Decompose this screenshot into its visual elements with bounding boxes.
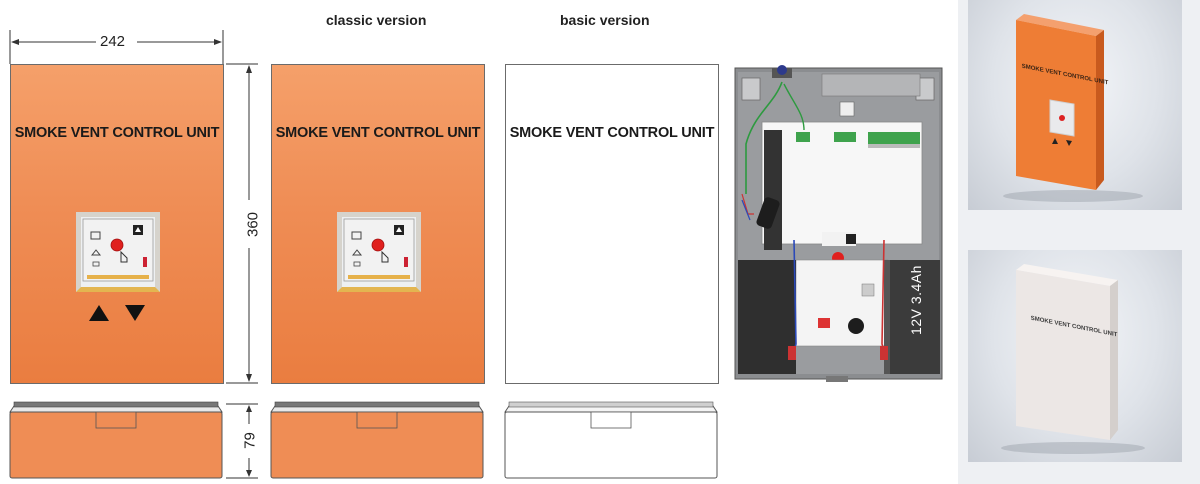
- unit-title-classic: SMOKE VENT CONTROL UNIT: [275, 125, 481, 141]
- white-box-render: [1001, 264, 1145, 454]
- control-panel-face-classic: [343, 218, 415, 282]
- unit-front-with-arrows: SMOKE VENT CONTROL UNIT: [10, 64, 224, 384]
- unit-front-classic: SMOKE VENT CONTROL UNIT: [271, 64, 485, 384]
- battery-label: 12V 3.4Ah: [908, 265, 924, 335]
- width-dimension-label: 242: [100, 33, 126, 50]
- up-down-arrows: [89, 305, 145, 321]
- unit-title-basic: SMOKE VENT CONTROL UNIT: [509, 125, 715, 141]
- photo-orange-unit: SMOKE VENT CONTROL UNIT: [968, 0, 1182, 210]
- control-panel-window-classic: [337, 212, 421, 292]
- photo-white-unit: SMOKE VENT CONTROL UNIT: [968, 250, 1182, 462]
- arrow-down-icon: [125, 305, 145, 321]
- basic-version-heading: basic version: [560, 12, 650, 28]
- side-view-classic: [270, 401, 484, 479]
- side-view-basic: [504, 401, 718, 479]
- side-view-1: [9, 401, 223, 479]
- interior-view: [734, 65, 943, 382]
- control-panel-window: [76, 212, 160, 292]
- classic-version-heading: classic version: [326, 12, 427, 28]
- unit-title: SMOKE VENT CONTROL UNIT: [14, 125, 220, 141]
- depth-dimension-label: 79: [241, 432, 259, 449]
- unit-front-basic: SMOKE VENT CONTROL UNIT: [505, 64, 719, 384]
- height-dimension-label: 360: [244, 211, 262, 238]
- control-panel-face: [82, 218, 154, 282]
- orange-box-render: [1003, 14, 1143, 202]
- arrow-up-icon: [89, 305, 109, 321]
